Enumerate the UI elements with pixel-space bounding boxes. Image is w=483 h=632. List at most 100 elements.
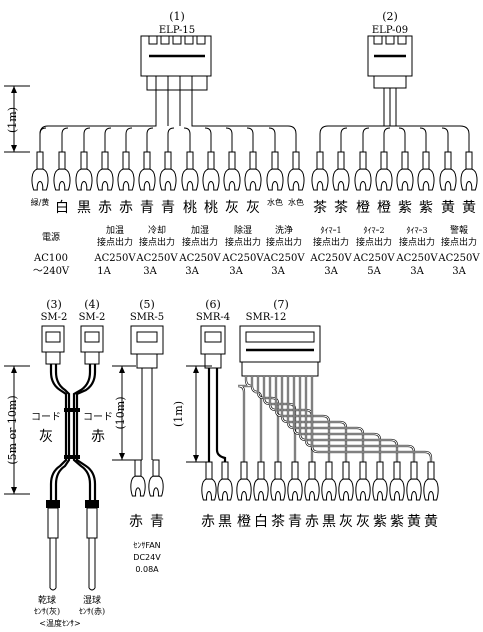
wire-color-label: 桃 xyxy=(204,200,218,216)
terminal-sleeve xyxy=(337,151,345,170)
spade-terminal xyxy=(236,461,252,501)
function-contact: 接点出力 xyxy=(97,236,133,248)
terminal-sleeve xyxy=(427,461,435,480)
sensor-length-label: (5m or 10m) xyxy=(6,395,19,464)
connector2-index: (2) xyxy=(382,10,398,23)
fan-note: 0.08A xyxy=(135,565,159,574)
connector1-shape xyxy=(140,35,212,91)
function-name: 警報 xyxy=(450,224,468,236)
wire-color-label: 橙 xyxy=(377,200,391,216)
harness-wire xyxy=(274,376,331,462)
spade-terminal xyxy=(217,461,233,501)
terminal-sleeve xyxy=(122,151,130,170)
sensor-length-dimension xyxy=(4,365,30,495)
function-rating-current: 3A xyxy=(229,266,243,277)
function-contact: 接点出力 xyxy=(225,236,261,248)
terminal-sleeve xyxy=(325,461,333,480)
harness-wire xyxy=(204,127,212,152)
harness-wire xyxy=(146,127,154,152)
terminal-fork xyxy=(321,478,337,501)
wire7-color-label: 白 xyxy=(254,514,268,530)
spade-terminal xyxy=(338,461,354,501)
wire-color-label: 水色 xyxy=(288,197,304,207)
top-terminals xyxy=(31,151,478,191)
wet-bulb-name: 湿球 xyxy=(83,594,101,606)
connector5-model: SMR-5 xyxy=(130,312,164,323)
wire-color-label: 水色 xyxy=(267,197,283,207)
connector2-shape xyxy=(367,35,413,89)
terminal-fork xyxy=(332,168,350,191)
terminal-sleeve xyxy=(291,461,299,480)
harness-wire xyxy=(183,127,191,152)
spade-terminal xyxy=(389,461,405,501)
connector7-index: (7) xyxy=(273,298,289,311)
function-contact: 接点出力 xyxy=(399,236,435,248)
terminal-sleeve xyxy=(359,461,367,480)
wire7-color-label: 紫 xyxy=(373,514,387,530)
wire7-color-label: 紫 xyxy=(390,514,404,530)
function-name: 除湿 xyxy=(234,224,252,236)
terminal-sleeve xyxy=(342,461,350,480)
wet-bulb-sub: ｾﾝｻ(赤) xyxy=(79,607,105,616)
terminal-fork xyxy=(244,168,262,191)
wire-color-label: 緑/黄 xyxy=(31,197,50,207)
function-rating-voltage: AC250V xyxy=(135,253,178,264)
terminal-fork xyxy=(375,168,393,191)
spade-terminal xyxy=(375,151,393,191)
sensor-cords xyxy=(46,364,99,591)
terminal-sleeve xyxy=(410,461,418,480)
terminal-fork xyxy=(287,478,303,501)
function-rating-voltage: AC250V xyxy=(309,253,352,264)
spade-terminal xyxy=(287,151,305,191)
harness-wire-core xyxy=(251,376,262,462)
function-rating-voltage: AC250V xyxy=(178,253,221,264)
spade-terminal xyxy=(460,151,478,191)
connector1-index: (1) xyxy=(169,10,185,23)
connector7-length-label: (1m) xyxy=(172,401,185,427)
spade-terminal xyxy=(253,461,269,501)
function-rating-voltage: AC250V xyxy=(93,253,136,264)
spade-terminal xyxy=(96,151,114,191)
wire7-color-label: 茶 xyxy=(271,514,285,530)
wire6-color-label: 黒 xyxy=(218,514,232,530)
function-rating-voltage: AC250V xyxy=(262,253,305,264)
spade-terminal xyxy=(311,151,329,191)
connector3-index: (3) xyxy=(46,298,62,311)
harness-wire xyxy=(319,125,470,152)
connector4-shape xyxy=(80,325,104,365)
top-wire-bundle xyxy=(39,88,470,152)
terminal-fork xyxy=(181,168,199,191)
terminal-fork xyxy=(266,168,284,191)
terminal-sleeve xyxy=(221,461,229,480)
terminal-sleeve xyxy=(316,151,324,170)
spade-terminal xyxy=(31,151,49,191)
terminal-sleeve xyxy=(186,151,194,170)
function-name: 洗浄 xyxy=(275,224,293,236)
spade-terminal xyxy=(75,151,93,191)
terminal-fork xyxy=(287,168,305,191)
terminal-sleeve xyxy=(152,459,160,477)
terminal-fork xyxy=(96,168,114,191)
wire-color-label: 白 xyxy=(55,200,69,216)
function-rating-current: 3A xyxy=(143,266,157,277)
spade-terminal xyxy=(287,461,303,501)
terminal-fork xyxy=(202,168,220,191)
terminal-sleeve xyxy=(444,151,452,170)
function-rating-current: 3A xyxy=(410,266,424,277)
cord-red-color: 赤 xyxy=(91,429,105,445)
terminal-sleeve xyxy=(249,151,257,170)
terminal-fork xyxy=(311,168,329,191)
wire6-color-label: 赤 xyxy=(201,514,215,530)
terminal-sleeve xyxy=(376,461,384,480)
dry-bulb-name: 乾球 xyxy=(38,594,56,606)
spade-terminal xyxy=(148,459,164,497)
spade-terminal xyxy=(417,151,435,191)
function-name: ﾀｲﾏｰ3 xyxy=(406,226,427,235)
connector1-model: ELP-15 xyxy=(159,25,195,36)
terminal-fork xyxy=(138,168,156,191)
terminal-sleeve xyxy=(205,461,213,480)
harness-wire xyxy=(39,90,157,152)
terminal-sleeve xyxy=(308,461,316,480)
spade-terminal xyxy=(53,151,71,191)
